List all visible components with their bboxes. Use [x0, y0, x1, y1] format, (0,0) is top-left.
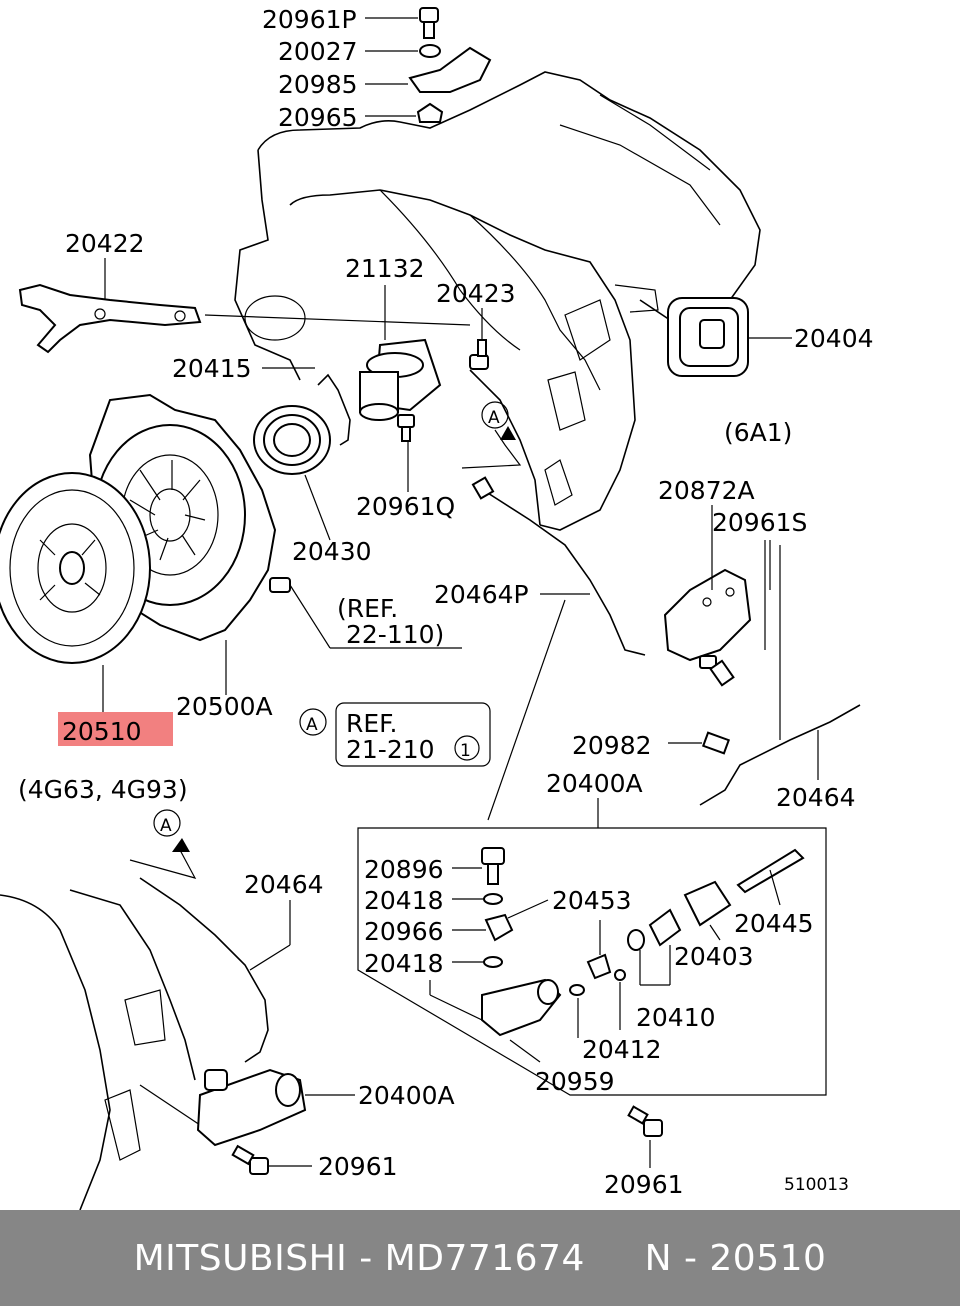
- label-20464P: 20464P: [434, 580, 529, 609]
- highlight-20510: [58, 712, 173, 746]
- washer-20027: [419, 44, 441, 58]
- clutch-disc-20510: [0, 472, 151, 664]
- ref-22-110-line1: (REF.: [337, 594, 398, 623]
- slave-cylinder-box: [357, 827, 827, 1096]
- label-20027: 20027: [278, 37, 358, 66]
- ref-22-110-line2: 22-110): [346, 620, 444, 649]
- label-20430: 20430: [292, 537, 372, 566]
- parts-diagram: 20961P 20027 20985 20965 20422 21132 204…: [0, 5, 874, 1210]
- ref-21-210-circle: 1: [460, 741, 471, 761]
- bracket-20985: [408, 46, 492, 93]
- label-20400A-top: 20400A: [546, 769, 643, 798]
- label-20965: 20965: [278, 103, 358, 132]
- boot-20404: [667, 297, 749, 377]
- release-bearing-20430: [253, 405, 331, 475]
- hose-20464-left: [139, 877, 269, 1063]
- label-20510: 20510: [62, 717, 142, 746]
- label-20415: 20415: [172, 354, 252, 383]
- cap-20965: [416, 102, 444, 123]
- label-20453: 20453: [552, 886, 632, 915]
- reference-labels: (REF. 22-110) REF. 21-210 1 A A A (6A1) …: [18, 408, 849, 1195]
- label-20966: 20966: [364, 917, 444, 946]
- variant-engines: (4G63, 4G93): [18, 775, 188, 804]
- ref-21-210-line2: 21-210: [346, 735, 435, 764]
- label-20961Q: 20961Q: [356, 492, 455, 521]
- label-20961-left: 20961: [318, 1152, 398, 1181]
- label-20896: 20896: [364, 855, 444, 884]
- ref-22-110-note: [269, 577, 462, 649]
- sleeve-21132: [359, 338, 442, 421]
- bolt-20961S: [699, 655, 735, 687]
- label-20961P: 20961P: [262, 5, 357, 34]
- label-20961-bottom: 20961: [604, 1170, 684, 1199]
- variant-6a1: (6A1): [724, 418, 792, 447]
- label-20422: 20422: [65, 229, 145, 258]
- label-20961S: 20961S: [712, 508, 807, 537]
- marker-a-2: A: [488, 408, 500, 428]
- bolt-20961-left: [231, 1144, 269, 1175]
- marker-a-3: A: [160, 816, 172, 836]
- ref-21-210-box: [335, 702, 491, 767]
- label-20400A-bottom: 20400A: [358, 1081, 455, 1110]
- label-20418-a: 20418: [364, 886, 444, 915]
- label-20412: 20412: [582, 1035, 662, 1064]
- label-20403: 20403: [674, 942, 754, 971]
- bracket-20872A: [663, 568, 752, 662]
- label-20464-right: 20464: [776, 783, 856, 812]
- transmission-housing: [234, 71, 761, 531]
- diagram-code: 510013: [784, 1175, 849, 1195]
- bolt-20961P: [419, 7, 439, 39]
- label-20982: 20982: [572, 731, 652, 760]
- label-20445: 20445: [734, 909, 814, 938]
- label-20410: 20410: [636, 1003, 716, 1032]
- hose-20464P: [479, 487, 646, 656]
- bolt-20961Q: [397, 414, 415, 442]
- slave-cylinder-installed: [196, 1068, 307, 1147]
- label-20423: 20423: [436, 279, 516, 308]
- pipe-20464-right: [699, 704, 861, 806]
- bolt-20423: [469, 339, 489, 370]
- label-20500A: 20500A: [176, 692, 273, 721]
- label-20418-b: 20418: [364, 949, 444, 978]
- bolt-20961-bottom: [627, 1105, 663, 1137]
- label-21132: 21132: [345, 254, 425, 283]
- clip-20415: [317, 373, 351, 446]
- label-20985: 20985: [278, 70, 358, 99]
- marker-a-1: A: [306, 715, 318, 735]
- lower-housing: [0, 889, 201, 1210]
- footer-bar: MITSUBISHI - MD771674 N - 20510: [0, 1210, 960, 1306]
- label-20959: 20959: [535, 1067, 615, 1096]
- label-20404: 20404: [794, 324, 874, 353]
- footer-part-number: MITSUBISHI - MD771674 N - 20510: [133, 1237, 827, 1279]
- part-labels: 20961P 20027 20985 20965 20422 21132 204…: [62, 5, 874, 1199]
- label-20464-left: 20464: [244, 870, 324, 899]
- release-fork-20422: [18, 283, 202, 354]
- label-20872A: 20872A: [658, 476, 755, 505]
- fitting-20982: [701, 731, 731, 755]
- ref-21-210-line1: REF.: [346, 709, 397, 738]
